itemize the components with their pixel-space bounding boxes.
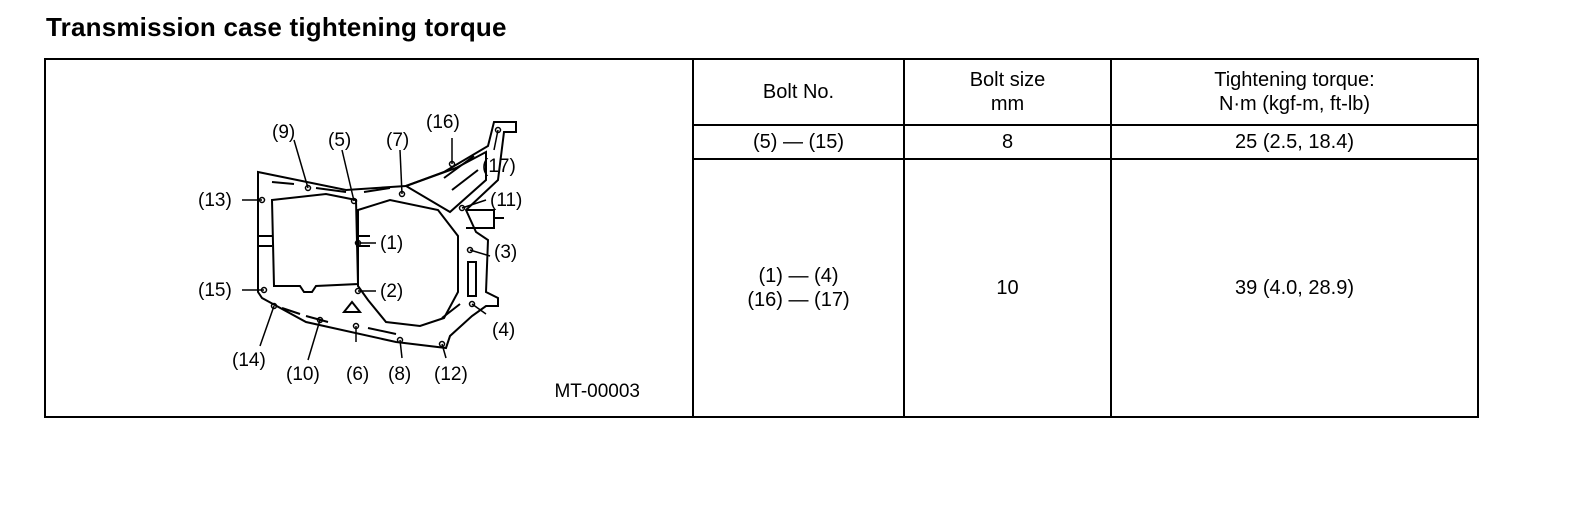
header-bolt-size-line2: mm (990, 93, 1025, 115)
header-torque-line1: Tightening torque: (1214, 69, 1375, 91)
torque-table: (1) (2) (3) (4) (5) (6) (7) (8) (9) (10)… (44, 58, 1479, 418)
callout-9: (9) (272, 122, 295, 143)
callout-2: (2) (380, 281, 403, 302)
callout-15: (15) (198, 280, 232, 301)
callout-1: (1) (380, 233, 403, 254)
bolt-no-line: (1) — (4) (758, 265, 839, 287)
callout-3: (3) (494, 242, 517, 263)
table-row: (5) — (15) 8 25 (2.5, 18.4) (45, 124, 1479, 160)
bolt-size-cell: 10 (903, 158, 1112, 418)
header-bolt-no: Bolt No. (692, 58, 905, 126)
table-row: (1) — (4) (16) — (17) 10 39 (4.0, 28.9) (45, 158, 1479, 418)
header-bolt-size: Bolt size mm (903, 58, 1112, 126)
callout-11: (11) (490, 190, 522, 211)
callout-13: (13) (198, 190, 232, 211)
callout-8: (8) (388, 364, 411, 385)
callout-10: (10) (286, 364, 320, 385)
header-bolt-size-line1: Bolt size (969, 69, 1046, 91)
callout-12: (12) (434, 364, 468, 385)
bolt-no-cell: (5) — (15) (692, 124, 905, 160)
bolt-size-cell: 8 (903, 124, 1112, 160)
bolt-no-cell: (1) — (4) (16) — (17) (692, 158, 905, 418)
callout-5: (5) (328, 130, 351, 151)
torque-cell: 25 (2.5, 18.4) (1110, 124, 1479, 160)
callout-7: (7) (386, 130, 409, 151)
callout-6: (6) (346, 364, 369, 385)
callout-14: (14) (232, 350, 266, 371)
callout-4: (4) (492, 320, 515, 341)
callout-17: (17) (482, 156, 516, 177)
page-title: Transmission case tightening torque (46, 12, 507, 42)
transmission-case-diagram: (1) (2) (3) (4) (5) (6) (7) (8) (9) (10)… (198, 112, 522, 385)
callout-16: (16) (426, 112, 460, 133)
figure-cell: (1) (2) (3) (4) (5) (6) (7) (8) (9) (10)… (44, 58, 694, 418)
bolt-no-line: (16) — (17) (747, 289, 850, 311)
header-tightening-torque: Tightening torque: N·m (kgf-m, ft-lb) (1110, 58, 1479, 126)
torque-cell: 39 (4.0, 28.9) (1110, 158, 1479, 418)
header-torque-line2: N·m (kgf-m, ft-lb) (1218, 93, 1371, 115)
figure-code: MT-00003 (554, 381, 640, 402)
